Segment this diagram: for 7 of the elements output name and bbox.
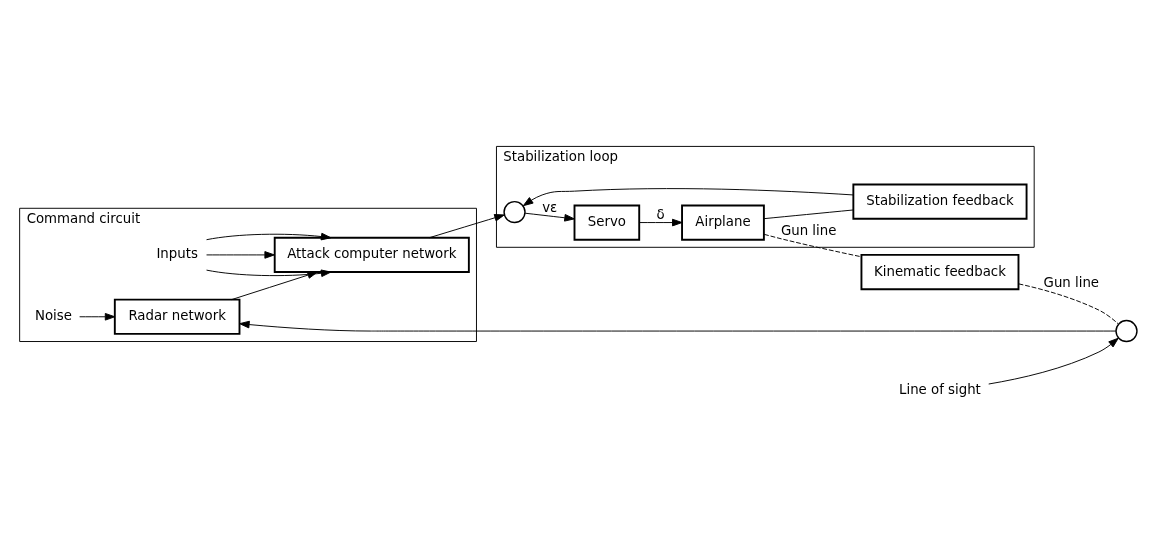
edge-label: Gun line xyxy=(1043,274,1100,290)
edge-label: Gun line xyxy=(780,222,837,238)
edge-label: vε xyxy=(542,199,558,215)
edge-label: δ xyxy=(656,206,665,222)
node-text: Noise xyxy=(34,307,72,323)
node-text: Inputs xyxy=(156,245,198,261)
node-text: Line of sight xyxy=(899,381,981,397)
